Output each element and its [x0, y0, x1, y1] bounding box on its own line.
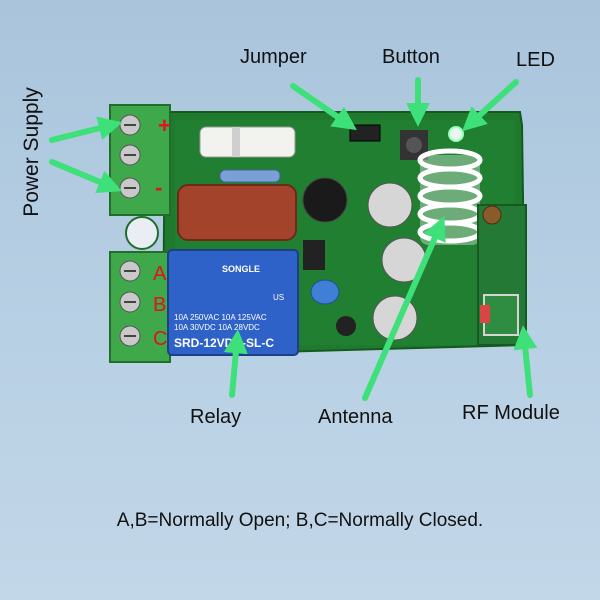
rf-module: [477, 204, 527, 346]
terminal-a: A: [153, 263, 167, 285]
caption: A,B=Normally Open; B,C=Normally Closed.: [116, 510, 484, 531]
terminal-b: B: [153, 294, 166, 316]
label-led: LED: [516, 49, 555, 71]
component: [336, 316, 356, 336]
label-button: Button: [382, 46, 440, 68]
relay-model: SRD-12VDC-SL-C: [174, 336, 274, 350]
arrow-antenna: [362, 216, 446, 401]
capacitor: [367, 182, 413, 228]
arrow-relay: [223, 329, 248, 398]
power-resistor: [199, 126, 296, 158]
relay: SONGLE US 10A 250VAC 10A 125VAC 10A 30VD…: [167, 249, 299, 356]
push-button: [406, 137, 422, 153]
capacitor: [302, 177, 348, 223]
arrow-power-minus: [49, 159, 122, 193]
terminal-c: C: [153, 328, 167, 350]
label-power-supply: Power Supply: [20, 87, 43, 217]
x-capacitor: [177, 184, 297, 241]
label-rf-module: RF Module: [462, 402, 560, 424]
label-antenna: Antenna: [318, 406, 393, 428]
annotation-arrows: [49, 77, 538, 401]
mounting-hole: [125, 216, 159, 250]
small-resistor: [219, 169, 281, 183]
terminal-plus: +: [158, 113, 171, 138]
relay-brand: SONGLE: [222, 264, 260, 274]
arrow-rf-module: [513, 325, 538, 398]
power-terminal-block: [109, 104, 171, 216]
ceramic-capacitor: [310, 279, 340, 305]
arrow-jumper: [290, 83, 357, 131]
led: [448, 126, 464, 142]
relay-rating-2: 10A 30VDC 10A 28VDC: [174, 323, 260, 332]
label-relay: Relay: [190, 406, 242, 428]
component: [303, 240, 325, 270]
arrow-power-plus: [49, 116, 123, 143]
relay-us-mark: US: [273, 293, 284, 302]
arrow-led: [462, 79, 519, 132]
terminal-minus: -: [155, 175, 162, 200]
relay-rating-1: 10A 250VAC 10A 125VAC: [174, 313, 267, 322]
label-jumper: Jumper: [240, 46, 307, 68]
jumper: [349, 124, 381, 142]
antenna-coil: [417, 148, 483, 245]
